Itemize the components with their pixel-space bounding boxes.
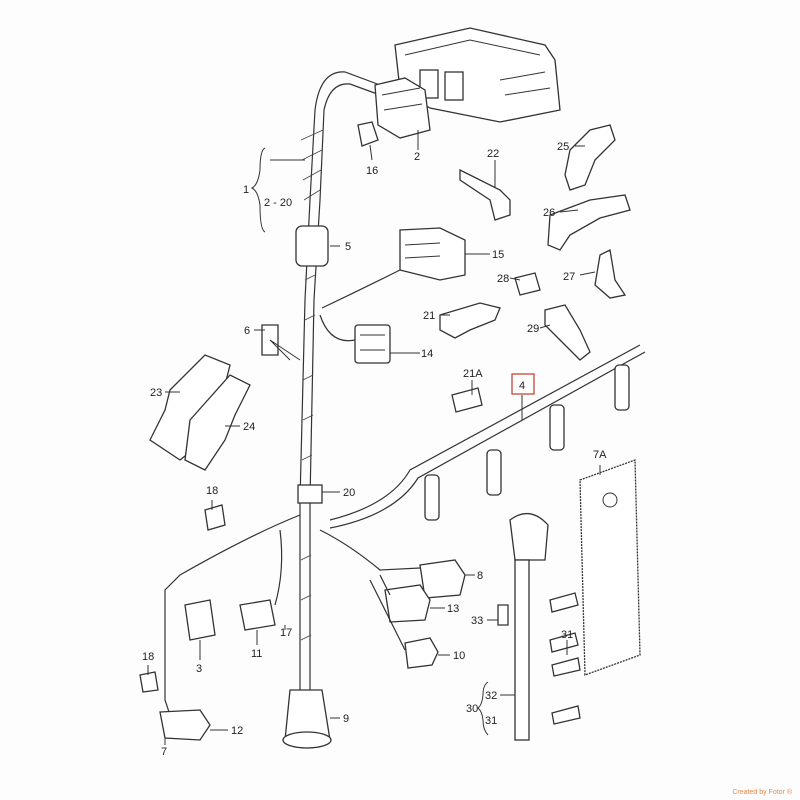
callout-33: 33 [471,615,483,627]
bracket-27 [594,249,627,299]
callout-2: 2 [414,151,420,163]
clip-28 [514,272,541,296]
callout-21: 21 [423,310,435,322]
connector-13 [384,584,431,623]
callout-23: 23 [150,387,162,399]
callout-13: 13 [447,603,459,615]
callout-31-upper: 31 [561,629,573,641]
callout-10: 10 [453,650,465,662]
leader-lines [147,130,601,745]
callout-6: 6 [244,325,250,337]
callout-28: 28 [497,273,509,285]
callout-20: 20 [343,487,355,499]
bracket-29 [544,304,591,361]
callout-2-20: 2 - 20 [264,197,292,209]
bracket-21 [439,302,501,339]
connector-10 [404,637,439,669]
callout-15: 15 [492,249,504,261]
callout-12: 12 [231,725,243,737]
main-harness-trunk [295,71,381,700]
gasket-7A [579,459,641,676]
callout-7A: 7A [593,449,607,461]
connector-15 [321,227,466,309]
callout-8: 8 [477,570,483,582]
callout-26: 26 [543,207,555,219]
callout-14: 14 [421,348,433,360]
callout-1: 1 [243,184,249,196]
callout-4: 4 [519,380,525,392]
callout-18-lower: 18 [142,651,154,663]
callout-25: 25 [557,141,569,153]
branch-wires-right [319,529,421,651]
cap-16 [357,121,379,147]
callout-27: 27 [563,271,575,283]
highlight-box-4 [511,373,535,395]
callout-22: 22 [487,148,499,160]
callout-24: 24 [243,421,255,433]
connector-8 [419,559,466,599]
grommet-9 [282,689,332,749]
bracket-25 [564,124,616,191]
sensor-harness-30 [497,513,581,741]
callout-labels: 1 2 - 20 2 16 22 25 26 5 15 28 27 21 29 … [142,141,607,758]
bracket-26 [547,194,631,251]
clip-21A [451,387,483,413]
injector-harness-4 [329,344,646,529]
ecu-module [394,27,561,123]
heat-shield-23-24 [149,354,251,471]
callout-31-lower: 31 [485,715,497,727]
callout-7: 7 [161,746,167,758]
callout-17: 17 [280,627,292,639]
watermark-text: Created by Fotor ® [732,789,792,796]
callout-3: 3 [196,663,202,675]
callout-16: 16 [366,165,378,177]
connector-14 [319,314,391,364]
left-branch-harness [139,504,301,741]
callout-9: 9 [343,713,349,725]
callout-32: 32 [485,690,497,702]
callout-18-upper: 18 [206,485,218,497]
bracket-22 [459,168,511,221]
callout-30: 30 [466,703,478,715]
connector-2 [374,77,431,139]
callout-21A: 21A [463,368,483,380]
callout-5: 5 [345,241,351,253]
callout-29: 29 [527,323,539,335]
callout-11: 11 [251,648,262,660]
